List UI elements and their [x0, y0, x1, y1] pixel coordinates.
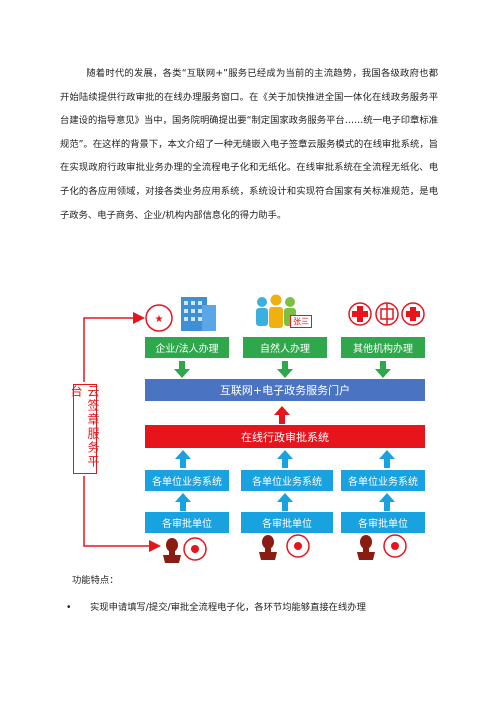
red-cross-icon [348, 302, 372, 326]
other-org-box: 其他机构办理 [341, 337, 425, 358]
svg-text:★: ★ [155, 314, 164, 325]
approval-system-box: 在线行政审批系统 [145, 425, 425, 448]
business-system-box-3: 各单位业务系统 [341, 470, 425, 491]
red-seal-icon-1: ★ [145, 304, 173, 332]
green-arrows [174, 361, 391, 378]
stamp-icon-3 [357, 535, 375, 560]
cyan-arrows [175, 450, 395, 511]
side-connector-top [83, 312, 145, 382]
other-org-label: 其他机构办理 [353, 344, 413, 355]
feature-item-text: 实现申请填写/提交/审批全流程电子化，各环节均能够直接在线办理 [90, 602, 366, 613]
intro-paragraph: 随着时代的发展，各类“互联网+”服务已经成为当前的主流趋势，我国各级政府也都开始… [60, 62, 438, 227]
feature-item: • 实现申请填写/提交/审批全流程电子化，各环节均能够直接在线办理 [66, 599, 366, 613]
stamp-icon-2 [259, 535, 277, 560]
enterprise-box: 企业/法人办理 [145, 337, 229, 358]
red-up-arrow [274, 406, 290, 424]
emblem-seal-icon-1 [183, 537, 207, 561]
enterprise-label: 企业/法人办理 [155, 344, 219, 355]
hospital-cross-icon [401, 302, 425, 326]
portal-label: 互联网+电子政务服务门户 [219, 384, 351, 397]
bank-logo-icon [375, 302, 399, 326]
diagram-connectors: ★ [83, 294, 425, 563]
name-card: 张三 [290, 315, 312, 328]
name-card-text: 张三 [293, 317, 309, 326]
business-system-box-1: 各单位业务系统 [145, 470, 229, 491]
individual-box: 自然人办理 [243, 337, 327, 358]
office-building-icon [181, 297, 216, 331]
approval-unit-box-3: 各审批单位 [341, 512, 425, 533]
bullet-icon: • [66, 602, 72, 613]
approval-unit-label-3: 各审批单位 [358, 519, 408, 530]
system-architecture-diagram: ★ [60, 288, 432, 568]
emblem-seal-icon-3 [383, 534, 407, 558]
side-connector-bottom [83, 476, 161, 552]
business-system-box-2: 各单位业务系统 [241, 470, 333, 491]
emblem-seal-icon-2 [286, 534, 310, 558]
portal-box: 互联网+电子政务服务门户 [145, 379, 425, 401]
individual-label: 自然人办理 [260, 344, 310, 355]
features-heading: 功能特点： [72, 575, 119, 586]
stamp-icon-1 [163, 538, 181, 563]
approval-unit-label-2: 各审批单位 [262, 519, 312, 530]
approval-system-label: 在线行政审批系统 [241, 430, 329, 444]
people-group-icon [256, 294, 296, 328]
approval-unit-label-1: 各审批单位 [162, 519, 212, 530]
business-system-label-2: 各单位业务系统 [252, 477, 322, 488]
side-label-text: 云签章服务平台 [69, 385, 100, 469]
business-system-label-3: 各单位业务系统 [348, 477, 418, 488]
business-system-label-1: 各单位业务系统 [152, 477, 222, 488]
approval-unit-box-1: 各审批单位 [145, 512, 229, 533]
intro-text: 随着时代的发展，各类“互联网+”服务已经成为当前的主流趋势，我国各级政府也都开始… [60, 68, 438, 221]
approval-unit-box-2: 各审批单位 [241, 512, 333, 533]
cloud-signature-platform-label: 云签章服务平台 [69, 384, 100, 474]
